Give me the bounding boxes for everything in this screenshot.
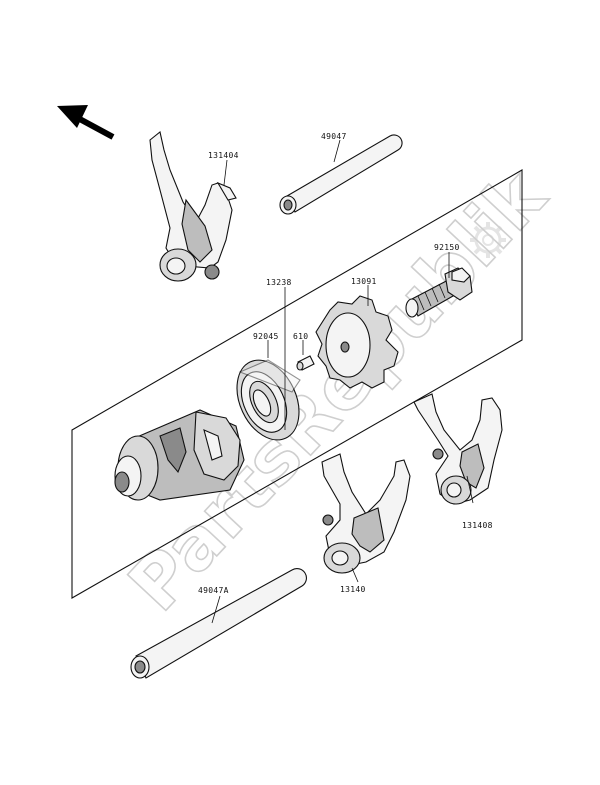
label-92045: 92045 [253,332,279,341]
gear-icon [470,222,506,258]
shift-fork-131404[interactable] [149,131,237,282]
label-92150: 92150 [434,243,460,252]
shift-fork-131408[interactable] [413,393,503,505]
shift-fork-13140[interactable] [321,453,411,574]
label-49047A: 49047A [198,586,229,595]
ball-bearing-92045[interactable] [225,350,311,450]
label-13238: 13238 [266,278,292,287]
label-13091: 13091 [351,277,377,286]
shift-rod-49047[interactable] [279,134,403,215]
shift-drum-13238[interactable] [114,409,245,501]
leader-lines [211,139,474,624]
shift-rod-49047A[interactable] [130,568,307,679]
label-131404: 131404 [208,151,239,160]
bolt-92150[interactable] [405,267,473,318]
assembly-frame [71,169,523,599]
label-49047: 49047 [321,132,347,141]
pin-610[interactable] [296,355,315,371]
drum-plate-13091[interactable] [315,295,399,389]
part-labels: 131404 49047 92150 13238 13091 92045 610… [198,132,493,595]
arrow-up-left-icon [57,105,115,140]
label-610: 610 [293,332,308,341]
label-131408: 131408 [462,521,493,530]
label-13140: 13140 [340,585,366,594]
